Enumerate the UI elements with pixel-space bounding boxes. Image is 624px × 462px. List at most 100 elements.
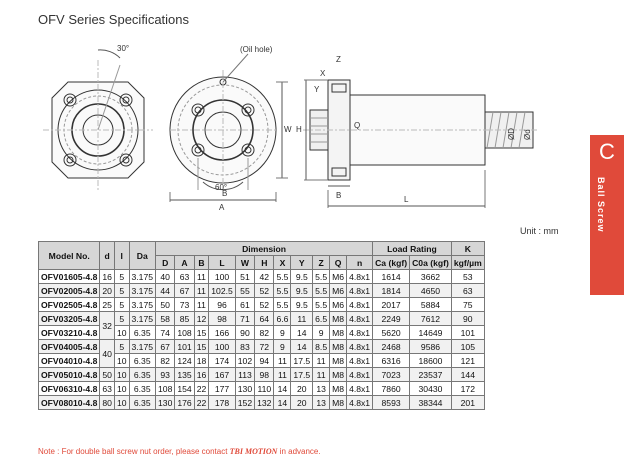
cell-da: 3.175: [128, 339, 157, 354]
cell-i: 10: [113, 367, 130, 382]
cell-c0a: 5884: [409, 297, 452, 312]
cell-dim-z: 13: [312, 395, 331, 410]
cell-c0a: 38344: [409, 395, 452, 410]
cell-da: 3.175: [128, 311, 157, 326]
cell-c0a: 23537: [409, 367, 452, 382]
cell-k: 75: [450, 297, 485, 312]
cell-dim-y: 9.5: [290, 269, 314, 284]
cell-dim-q: M8: [329, 395, 348, 410]
side-tab-letter: C: [599, 139, 615, 164]
cell-model: OFV08010-4.8: [37, 395, 101, 410]
header-load-rating: Load Rating: [372, 241, 452, 256]
cell-dim-x: 11: [273, 367, 292, 382]
cell-dim-n: 4.8x1: [346, 339, 374, 354]
cell-dim-a: 176: [174, 395, 195, 410]
cell-dim-y: 11: [290, 311, 314, 326]
cell-ca: 7023: [372, 367, 411, 382]
cell-dim-w: 152: [234, 395, 256, 410]
cell-dim-b: 11: [193, 297, 210, 312]
cell-model: OFV04005-4.8: [37, 339, 101, 354]
cell-dim-q: M6: [329, 297, 348, 312]
cell-dim-w: 130: [234, 381, 256, 396]
cell-dim-q: M8: [329, 339, 348, 354]
cell-ca: 1614: [372, 269, 411, 284]
cell-dim-h: 94: [254, 353, 275, 368]
cell-model: OFV01605-4.8: [37, 269, 101, 284]
cell-dim-h: 98: [254, 367, 275, 382]
dim-od-label: ØD: [507, 128, 516, 140]
cell-dim-h: 52: [254, 297, 275, 312]
cell-d: 50: [99, 367, 115, 382]
cell-dim-d: 74: [155, 325, 176, 340]
subheader-dim-b: B: [193, 255, 210, 270]
cell-dim-q: M6: [329, 283, 348, 298]
cell-k: 201: [450, 395, 485, 410]
unit-label: Unit : mm: [520, 226, 559, 236]
note-brand: TBI MOTION: [229, 447, 278, 456]
cell-dim-y: 17.5: [290, 367, 314, 382]
cell-dim-h: 64: [254, 311, 275, 326]
subheader-dim-y: Y: [290, 255, 314, 270]
subheader-dim-q: Q: [329, 255, 348, 270]
cell-dim-n: 4.8x1: [346, 367, 374, 382]
cell-dim-z: 5.5: [312, 297, 331, 312]
side-tab-text: Ball Screw: [596, 177, 606, 233]
cell-c0a: 7612: [409, 311, 452, 326]
cell-k: 101: [450, 325, 485, 340]
cell-dim-z: 6.5: [312, 311, 331, 326]
cell-ca: 1814: [372, 283, 411, 298]
cell-dim-d: 82: [155, 353, 176, 368]
cell-i: 5: [113, 339, 130, 354]
cell-dim-n: 4.8x1: [346, 283, 374, 298]
cell-dim-a: 101: [174, 339, 195, 354]
angle-60-label: 60°: [215, 183, 227, 192]
dim-l-label: L: [404, 195, 409, 204]
ball-screw-side-view: [303, 79, 538, 208]
subheader-c0a: C0a (kgf): [409, 255, 452, 270]
cell-dim-d: 44: [155, 283, 176, 298]
cell-dim-l: 177: [208, 381, 236, 396]
cell-model: OFV05010-4.8: [37, 367, 101, 382]
subheader-dim-h: H: [254, 255, 275, 270]
cell-da: 6.35: [128, 353, 157, 368]
cell-dim-l: 98: [208, 311, 236, 326]
cell-i: 5: [113, 311, 130, 326]
cell-dim-y: 9.5: [290, 283, 314, 298]
cell-dim-b: 16: [193, 367, 210, 382]
cell-dim-h: 72: [254, 339, 275, 354]
cell-i: 10: [113, 325, 130, 340]
cell-dim-d: 50: [155, 297, 176, 312]
cell-dim-q: M8: [329, 311, 348, 326]
cell-dim-x: 9: [273, 339, 292, 354]
dim-b-side-label: B: [336, 191, 341, 200]
header-k: K: [450, 241, 485, 256]
cell-dim-h: 42: [254, 269, 275, 284]
cell-ca: 2249: [372, 311, 411, 326]
cell-model: OFV02005-4.8: [37, 283, 101, 298]
specifications-table: Model No. d I Da Dimension Load Rating K…: [37, 241, 485, 410]
cell-d: 25: [99, 297, 115, 312]
cell-model: OFV04010-4.8: [37, 353, 101, 368]
cell-dim-d: 40: [155, 269, 176, 284]
cell-dim-a: 85: [174, 311, 195, 326]
subheader-dim-w: W: [234, 255, 256, 270]
cell-i: 5: [113, 297, 130, 312]
side-section-tab: C Ball Screw: [590, 135, 624, 295]
cell-da: 3.175: [128, 297, 157, 312]
cell-dim-h: 110: [254, 381, 275, 396]
cell-dim-y: 17.5: [290, 353, 314, 368]
cell-k: 105: [450, 339, 485, 354]
dim-q-label: Q: [354, 121, 360, 130]
cell-dim-a: 108: [174, 325, 195, 340]
cell-dim-n: 4.8x1: [346, 325, 374, 340]
cell-c0a: 30430: [409, 381, 452, 396]
cell-i: 10: [113, 381, 130, 396]
cell-dim-b: 15: [193, 339, 210, 354]
cell-dim-n: 4.8x1: [346, 381, 374, 396]
dim-b-label: B: [222, 189, 227, 198]
cell-dim-w: 102: [234, 353, 256, 368]
